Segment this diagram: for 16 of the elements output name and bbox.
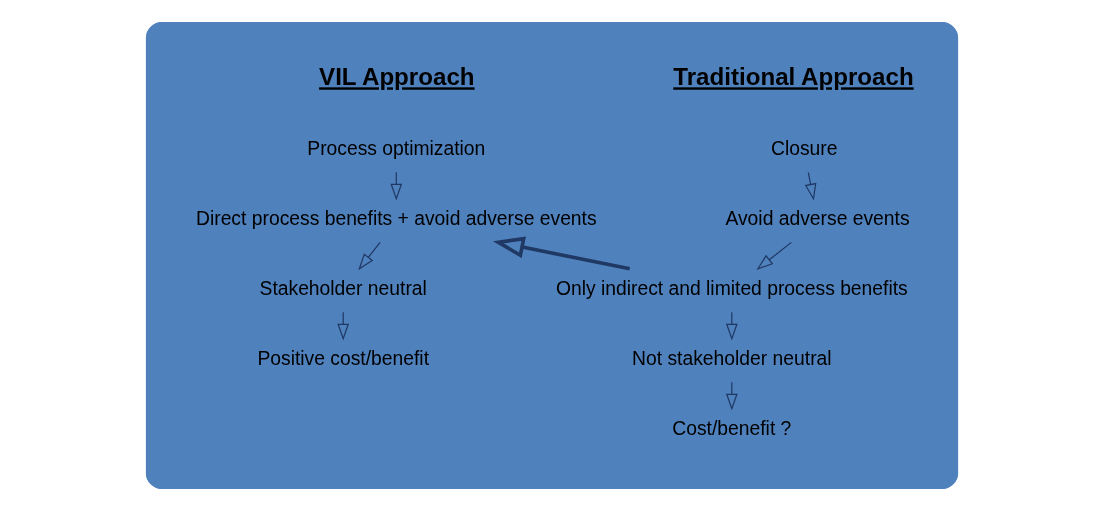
node-text: Only indirect and limited process benefits: [555, 278, 908, 300]
node-text: Avoid adverse events: [724, 208, 910, 230]
node-text: Positive cost/benefit: [256, 348, 429, 370]
arrow: [755, 241, 792, 270]
node-text: Process optimization: [306, 138, 485, 160]
node-text: Not stakeholder neutral: [631, 348, 832, 370]
node-text: Stakeholder neutral: [259, 278, 427, 300]
arrow: [492, 236, 630, 271]
node-text: Closure: [770, 138, 837, 160]
node-text: Cost/benefit ?: [671, 418, 791, 440]
node-text: VIL Approach: [318, 63, 475, 91]
arrow: [804, 171, 816, 201]
cluster: [145, 21, 958, 490]
node-text: Direct process benefits + avoid adverse events: [195, 208, 597, 230]
arrow: [357, 241, 381, 271]
node-text: Traditional Approach: [672, 63, 914, 91]
